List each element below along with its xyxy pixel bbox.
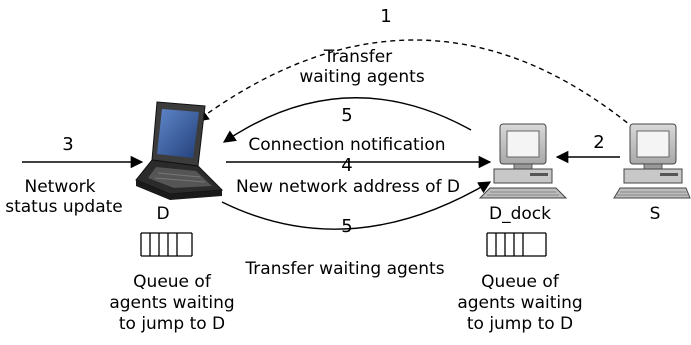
arrow-5-top-label-line1: Transfer: [323, 47, 392, 67]
arrow-4-label-below: New network address of D: [236, 177, 460, 197]
arrow-5-bottom-number: 5: [341, 216, 352, 237]
arrow-3-label-line1: Network: [25, 177, 96, 197]
arrow-5-top: [222, 97, 472, 143]
arrow-5-top-label-line2: waiting agents: [299, 67, 425, 87]
arrow-5-top-number: 5: [341, 105, 352, 126]
queue-left-caption-line3: to jump to D: [119, 314, 225, 334]
queue-right-caption-line1: Queue of: [481, 272, 560, 292]
node-d-dock-label: D_dock: [489, 204, 551, 224]
arrow-2-number: 2: [593, 132, 604, 153]
arrow-3-label-line2: status update: [5, 197, 123, 217]
queue-right-caption-line3: to jump to D: [467, 314, 573, 334]
arrow-4-number: 4: [341, 155, 352, 176]
queue-left-icon: [140, 232, 193, 257]
node-d-label: D: [156, 204, 169, 224]
queue-left-caption-line1: Queue of: [133, 272, 212, 292]
arrow-1-number: 1: [380, 6, 391, 27]
arrow-1-dashed: [195, 39, 649, 141]
arrow-3-number: 3: [62, 134, 73, 155]
arrow-4-label-above: Connection notification: [248, 135, 445, 155]
desktop-d-dock-icon: [478, 123, 568, 199]
node-s-label: S: [650, 204, 661, 224]
arrow-5-bottom-label: Transfer waiting agents: [244, 259, 444, 279]
queue-left-caption-line2: agents waiting: [109, 293, 234, 313]
arrow-5-bottom: [221, 181, 492, 230]
laptop-d-icon: [135, 101, 224, 200]
queue-right-icon: [486, 232, 547, 257]
desktop-s-icon: [613, 123, 691, 199]
queue-right-caption-line2: agents waiting: [457, 293, 582, 313]
